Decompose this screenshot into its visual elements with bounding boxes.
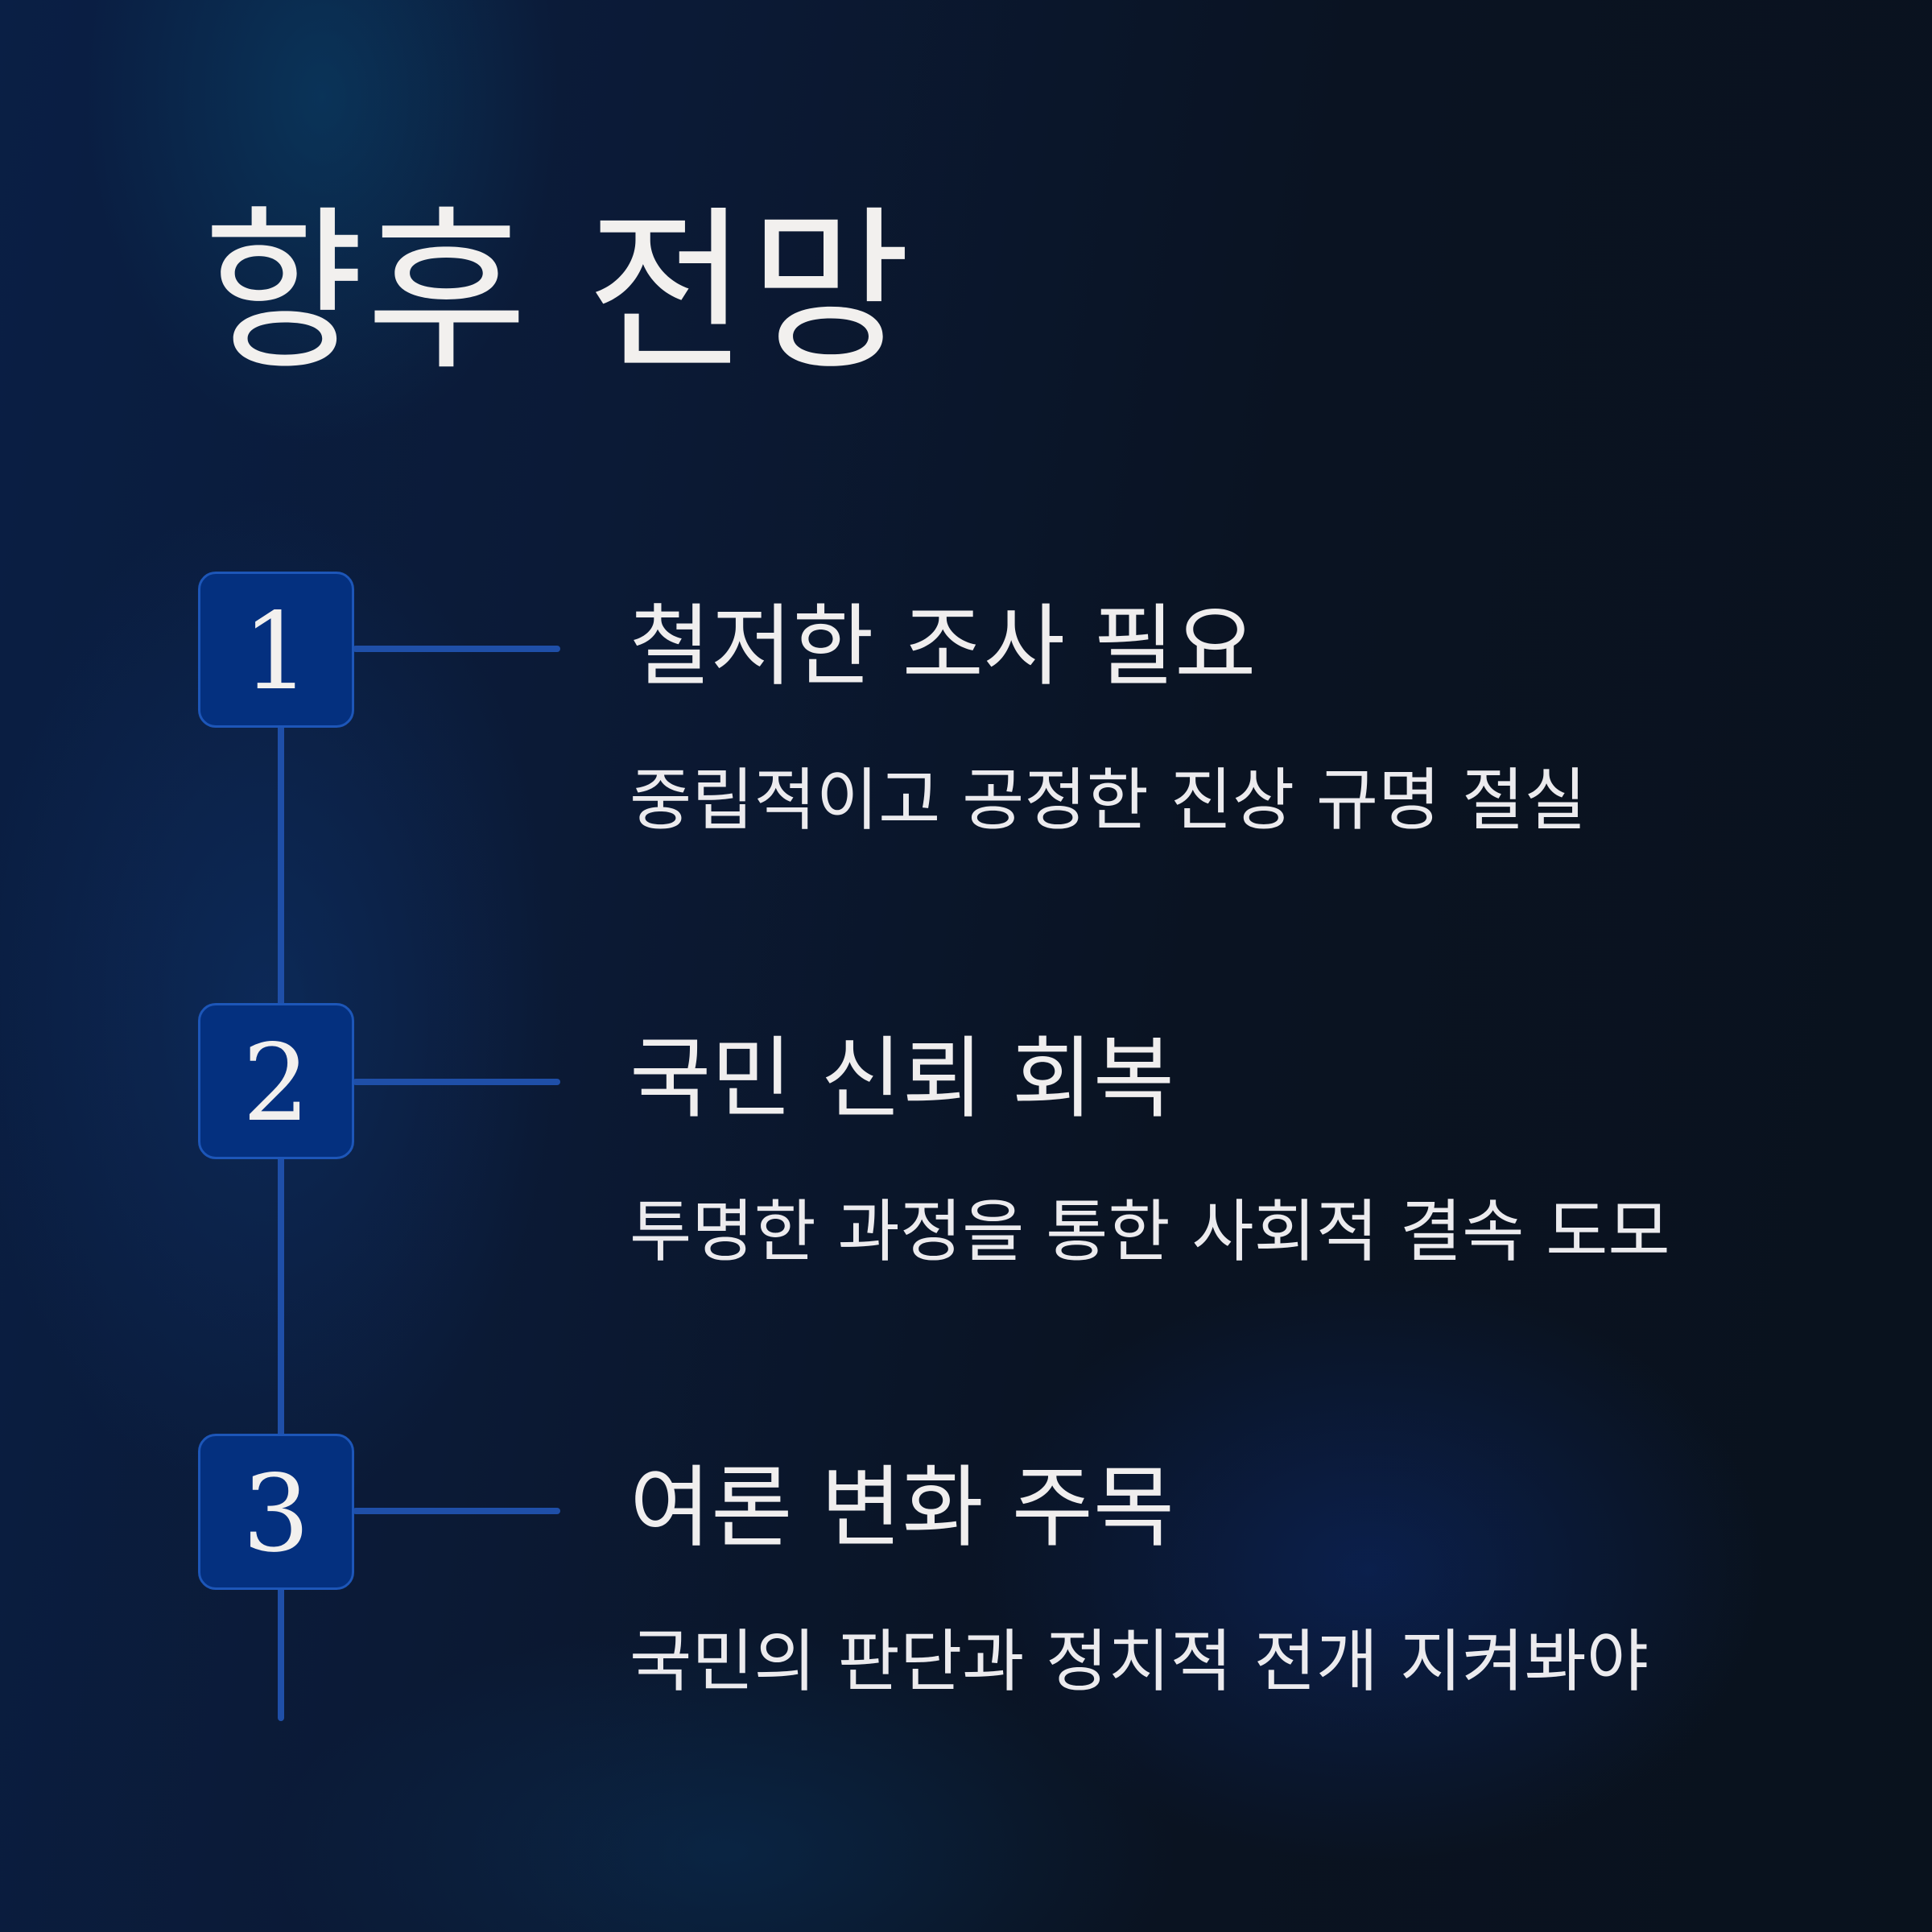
connector-line <box>353 1508 560 1514</box>
item-title: 철저한 조사 필요 <box>630 595 1257 698</box>
item-description: 중립적이고 공정한 진상 규명 절실 <box>630 761 1587 840</box>
connector-line <box>353 1079 560 1085</box>
step-number-badge: 1 <box>198 572 354 728</box>
item-title: 여론 변화 주목 <box>630 1456 1175 1559</box>
step-number-badge: 3 <box>198 1434 354 1590</box>
step-number-badge: 2 <box>198 1003 354 1159</box>
timeline-line <box>278 692 284 1721</box>
item-description: 투명한 과정을 통한 사회적 결속 도모 <box>630 1192 1670 1271</box>
item-title: 국민 신뢰 회복 <box>630 1027 1175 1130</box>
item-description: 국민의 판단과 정치적 전개 지켜봐야 <box>630 1622 1649 1701</box>
connector-line <box>353 646 560 652</box>
page-title: 향후 전망 <box>203 191 913 394</box>
